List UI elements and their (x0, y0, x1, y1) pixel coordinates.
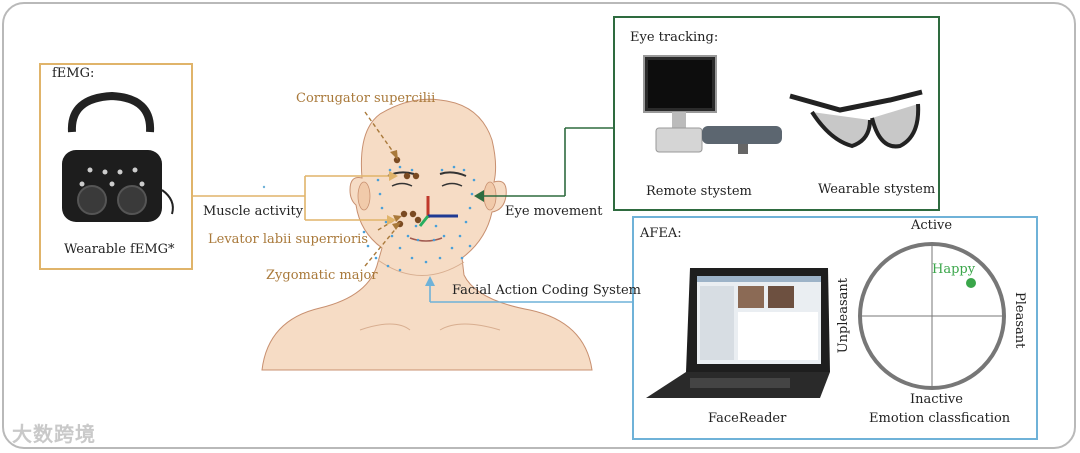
femg-connector (193, 175, 392, 221)
classification-caption: Emotion classfication (869, 411, 1011, 426)
femg-caption: Wearable fEMG* (64, 242, 175, 257)
remote-caption: Remote stystem (646, 184, 752, 199)
face-illustration (261, 98, 593, 371)
circumplex-left-label: Unpleasant (836, 278, 851, 354)
head-pose-axes (418, 196, 458, 227)
small-dot (262, 185, 266, 189)
eye-tracking-panel (613, 16, 940, 211)
vr-headset-image (62, 91, 174, 222)
eye-arrowhead (474, 190, 484, 202)
femg-arrowheads (387, 171, 398, 225)
eye-tracking-title: Eye tracking: (630, 30, 719, 45)
circumplex-top-label: Active (911, 218, 953, 233)
muscle-activity-label: Muscle activity (203, 204, 304, 219)
facs-landmark-dots (362, 165, 476, 272)
electrode-dots (393, 156, 422, 228)
watermark: 大数跨境 (12, 422, 96, 446)
eye-movement-label: Eye movement (505, 204, 603, 219)
afea-title: AFEA: (640, 226, 682, 241)
eye-tracking-glasses-image (789, 89, 923, 149)
eye-connector (480, 127, 613, 197)
muscle-arrowheads (390, 150, 402, 230)
muscle-label-corrugator: Corrugator supercilii (296, 91, 436, 106)
afea-arrowhead (425, 276, 435, 286)
facs-label: Facial Action Coding System (452, 283, 641, 298)
circumplex-bottom-label: Inactive (910, 392, 963, 407)
femg-title: fEMG: (52, 66, 95, 81)
facereader-caption: FaceReader (708, 411, 787, 426)
muscle-label-zygomatic: Zygomatic major (266, 268, 378, 283)
emotion-circumplex (858, 242, 1006, 390)
muscle-label-levator: Levator labii superrioris (208, 232, 369, 247)
happy-label: Happy (932, 262, 976, 277)
laptop-image (646, 268, 830, 398)
wearable-caption: Wearable stystem (818, 182, 936, 197)
circumplex-right-label: Pleasant (1012, 292, 1027, 349)
happy-point (966, 278, 976, 288)
muscle-arrows (364, 111, 399, 267)
remote-eye-tracker-image (643, 55, 782, 154)
